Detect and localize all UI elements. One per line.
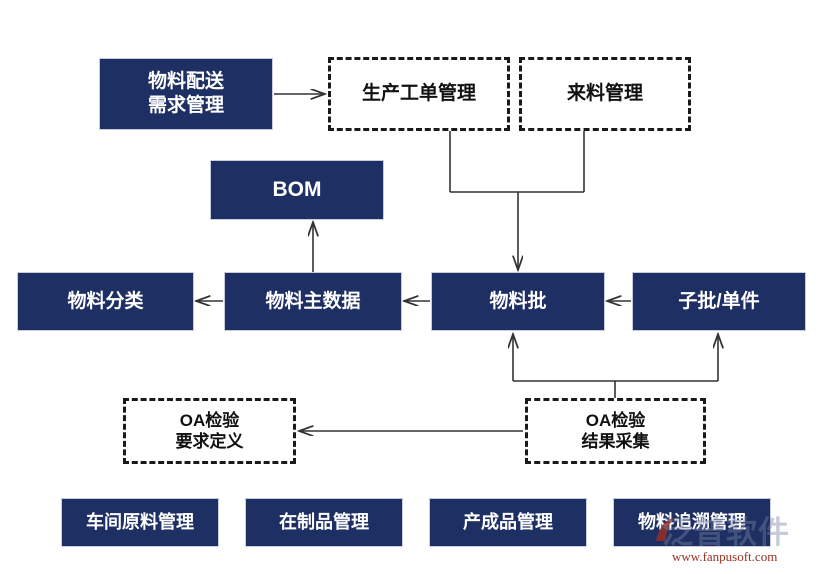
node-label: 物料主数据 [265,290,361,312]
node-material-classification[interactable]: 物料分类 [18,273,193,330]
node-label: 车间原料管理 [86,512,194,533]
node-label: 来料管理 [566,83,643,105]
node-oa-inspection-definition[interactable]: OA检验 要求定义 [123,398,296,464]
node-material-master-data[interactable]: 物料主数据 [225,273,401,330]
node-work-in-process[interactable]: 在制品管理 [246,499,402,546]
node-label: 物料批 [489,290,547,312]
node-material-batch[interactable]: 物料批 [432,273,604,330]
node-label: 在制品管理 [279,512,369,533]
node-workshop-raw-material[interactable]: 车间原料管理 [62,499,218,546]
node-material-delivery-requirement[interactable]: 物料配送 需求管理 [100,59,272,129]
node-label: OA检验 结果采集 [581,410,650,451]
node-label: 产成品管理 [463,512,553,533]
node-bom[interactable]: BOM [211,161,383,219]
node-sub-batch-unit[interactable]: 子批/单件 [633,273,805,330]
node-label: OA检验 要求定义 [175,410,244,451]
node-oa-inspection-result[interactable]: OA检验 结果采集 [525,398,706,464]
node-label: 物料追溯管理 [638,512,746,533]
node-production-work-order[interactable]: 生产工单管理 [328,57,510,131]
node-label: 物料配送 需求管理 [147,71,224,116]
node-label: 生产工单管理 [361,83,476,105]
node-finished-goods[interactable]: 产成品管理 [430,499,586,546]
watermark-url-text: www.fanpusoft.com [672,549,778,564]
node-material-traceability[interactable]: 物料追溯管理 [614,499,770,546]
node-incoming-material[interactable]: 来料管理 [519,57,691,131]
node-label: 子批/单件 [678,290,760,312]
node-label: BOM [272,177,322,201]
node-label: 物料分类 [67,290,144,312]
